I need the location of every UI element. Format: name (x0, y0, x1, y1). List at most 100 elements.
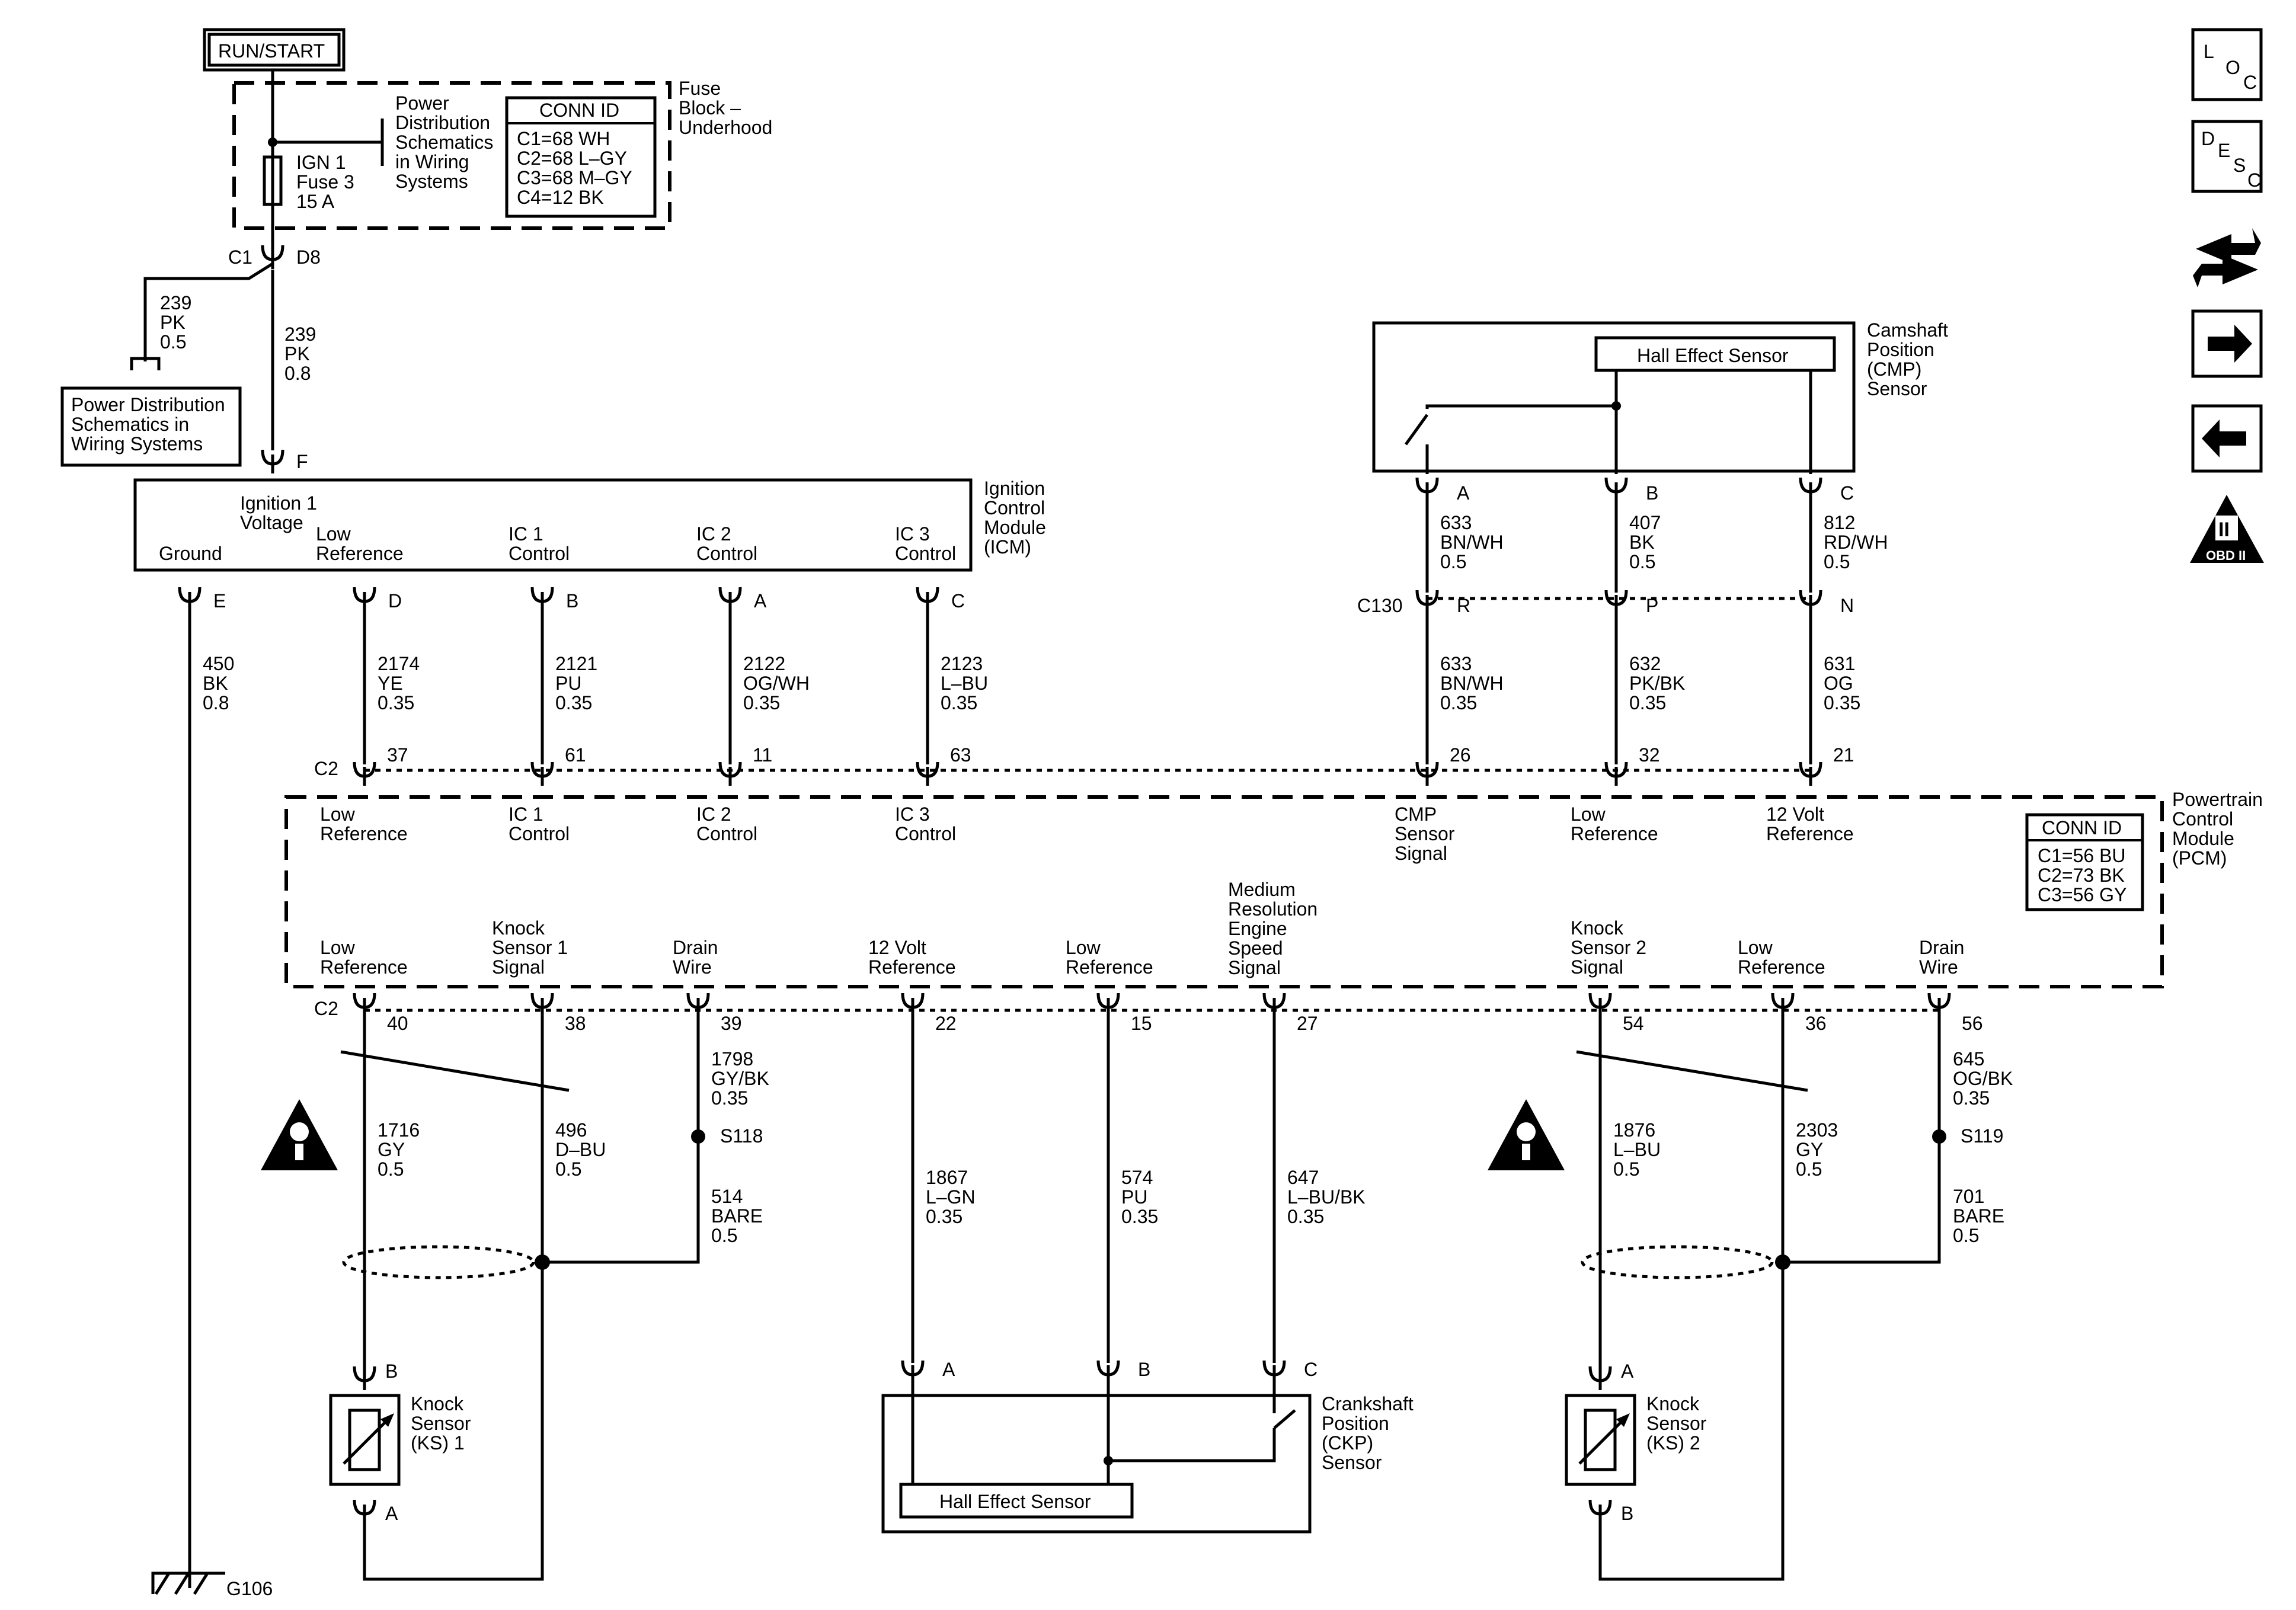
obd-button[interactable]: II OBD II (2190, 495, 2264, 563)
ks1-pin-top: B (385, 1361, 398, 1382)
loc-letter[interactable]: C (2243, 72, 2257, 93)
pcm-bottom-label: Low (1066, 937, 1101, 958)
desc-box[interactable] (2191, 120, 2263, 193)
warning-icon-mark (1517, 1122, 1536, 1141)
wire-239-left: 239 (160, 292, 191, 313)
twist-mark-1 (340, 1050, 570, 1092)
right-arrow-icon[interactable] (2208, 325, 2252, 363)
d8-label: D8 (296, 247, 321, 268)
left-arrow-icon[interactable] (2202, 420, 2246, 457)
pcm-bottom-pin-label: 39 (721, 1013, 742, 1034)
cmp-wire-top-label: 407 (1629, 512, 1661, 533)
cmp-title: Position (1867, 339, 1934, 360)
cmp-wire-bottom-label: 0.35 (1629, 692, 1666, 713)
pcm-top-pin-label: 32 (1639, 744, 1660, 766)
wrench-arrows-button[interactable] (2193, 228, 2261, 287)
icm-label-ic1: Control (509, 543, 570, 564)
ks2-pin-bottom: B (1621, 1503, 1633, 1524)
prev-button[interactable] (2191, 404, 2263, 473)
pcm-top-label: Control (509, 823, 570, 844)
ks1-pin-bottom: A (385, 1503, 398, 1524)
ks2-pin-top: A (1621, 1361, 1634, 1382)
pcm-title: Module (2172, 828, 2234, 849)
desc-letter[interactable]: E (2218, 140, 2230, 161)
icm-label-ground: Ground (159, 543, 222, 564)
desc-letter[interactable]: C (2247, 169, 2261, 191)
ks2-return-wire (1598, 1375, 1785, 1581)
pcm-title: Control (2172, 808, 2233, 830)
power-ref-label: Schematics (395, 132, 493, 153)
pcm-top-label: 12 Volt (1766, 804, 1824, 825)
icm-title: Ignition (984, 478, 1045, 499)
cmp-wire-bottom-label: 0.35 (1824, 692, 1860, 713)
warning-icon-mark (295, 1144, 303, 1160)
power-ref-box-label: Schematics in (71, 414, 189, 435)
pcm-bottom-label: Knock (492, 917, 545, 939)
wire-514-label: BARE (711, 1205, 763, 1227)
c130-pin-label: P (1646, 595, 1658, 616)
warning-icon-mark (290, 1122, 309, 1141)
pcm-top-label: IC 2 (696, 804, 731, 825)
loc-letter[interactable]: L (2204, 41, 2214, 62)
pcm-bottom-label: Knock (1571, 917, 1624, 939)
pcm-conn-id-rows: C3=56 GY (2038, 884, 2126, 905)
ks1-title: (KS) 1 (411, 1432, 465, 1454)
pcm-bottom-label: Drain (1919, 937, 1964, 958)
cmp-switch-blade (1404, 414, 1429, 446)
icm-wire-label: L–BU (941, 673, 988, 694)
obd-label[interactable]: OBD II (2206, 548, 2246, 563)
wire-239-left: 0.5 (160, 331, 186, 353)
ckp-title: Crankshaft (1322, 1393, 1414, 1414)
pcm-bottom-pin-label: 22 (935, 1013, 957, 1034)
loc-letter[interactable]: O (2225, 57, 2240, 78)
obd-mark-bg[interactable] (2215, 516, 2238, 540)
pcm-conn-id-rows: C1=56 BU (2038, 845, 2126, 866)
pcm-bottom-pin-label: 36 (1805, 1013, 1827, 1034)
cmp-wire-bottom-label: 0.35 (1440, 692, 1477, 713)
fuse-conn-id-title: CONN ID (539, 100, 619, 121)
c130-pin-label: N (1840, 595, 1854, 616)
wire-239-left: PK (160, 312, 186, 333)
arrow-right-shape[interactable] (2196, 228, 2261, 264)
loc-button[interactable]: LOC (2191, 28, 2263, 101)
icm-wire-label: YE (378, 673, 403, 694)
obd-mark[interactable]: II (2218, 518, 2230, 541)
pcm-bottom-label: Medium (1228, 879, 1296, 900)
pcm-top-label: Low (1571, 804, 1606, 825)
wire-647-label: L–BU/BK (1287, 1186, 1366, 1208)
power-ref-box-label: Wiring Systems (71, 433, 203, 454)
wire-645-label: 645 (1953, 1048, 1984, 1070)
pcm-bottom-label: Sensor 1 (492, 937, 568, 958)
wire-645-label: OG/BK (1953, 1068, 2013, 1089)
pcm-top-conn-label: C2 (314, 758, 338, 779)
icm-label-ign1: Voltage (240, 512, 303, 533)
wire-1716-label: 1716 (378, 1119, 420, 1141)
cmp-wire-bottom-label: OG (1824, 673, 1853, 694)
pcm-bottom-pin-label: 54 (1623, 1013, 1644, 1034)
icm-label-low-ref: Reference (316, 543, 404, 564)
pcm-bottom-label: Wire (1919, 956, 1958, 978)
pcm-bottom-label: Reference (1738, 956, 1825, 978)
cmp-wire-top-label: 0.5 (1824, 551, 1850, 572)
loc-box[interactable] (2191, 28, 2263, 101)
pcm-top-label: Reference (320, 823, 408, 844)
pcm-bottom-pin-label: 56 (1962, 1013, 1983, 1034)
cmp-wire-top-label: 0.5 (1629, 551, 1655, 572)
desc-letter[interactable]: D (2201, 128, 2215, 149)
c130-pin-label: R (1457, 595, 1470, 616)
cmp-title: Camshaft (1867, 319, 1948, 341)
fuse-conn-id-rows: C3=68 M–GY (517, 167, 632, 188)
pcm-top-label: Low (320, 804, 356, 825)
next-button[interactable] (2191, 309, 2263, 378)
pcm-bottom-label: Reference (868, 956, 956, 978)
icm-label-ic1: IC 1 (509, 523, 543, 545)
ckp-pin-label: B (1138, 1359, 1150, 1380)
icm-label-ic3: IC 3 (895, 523, 930, 545)
wire-1716-label: GY (378, 1139, 405, 1160)
wire-1876-label: 0.5 (1613, 1158, 1639, 1180)
ks1-shield-dot (535, 1254, 550, 1270)
power-ref-box-label: Power Distribution (71, 394, 225, 415)
desc-letter[interactable]: S (2233, 155, 2246, 176)
arrow-left-shape[interactable] (2193, 255, 2258, 287)
